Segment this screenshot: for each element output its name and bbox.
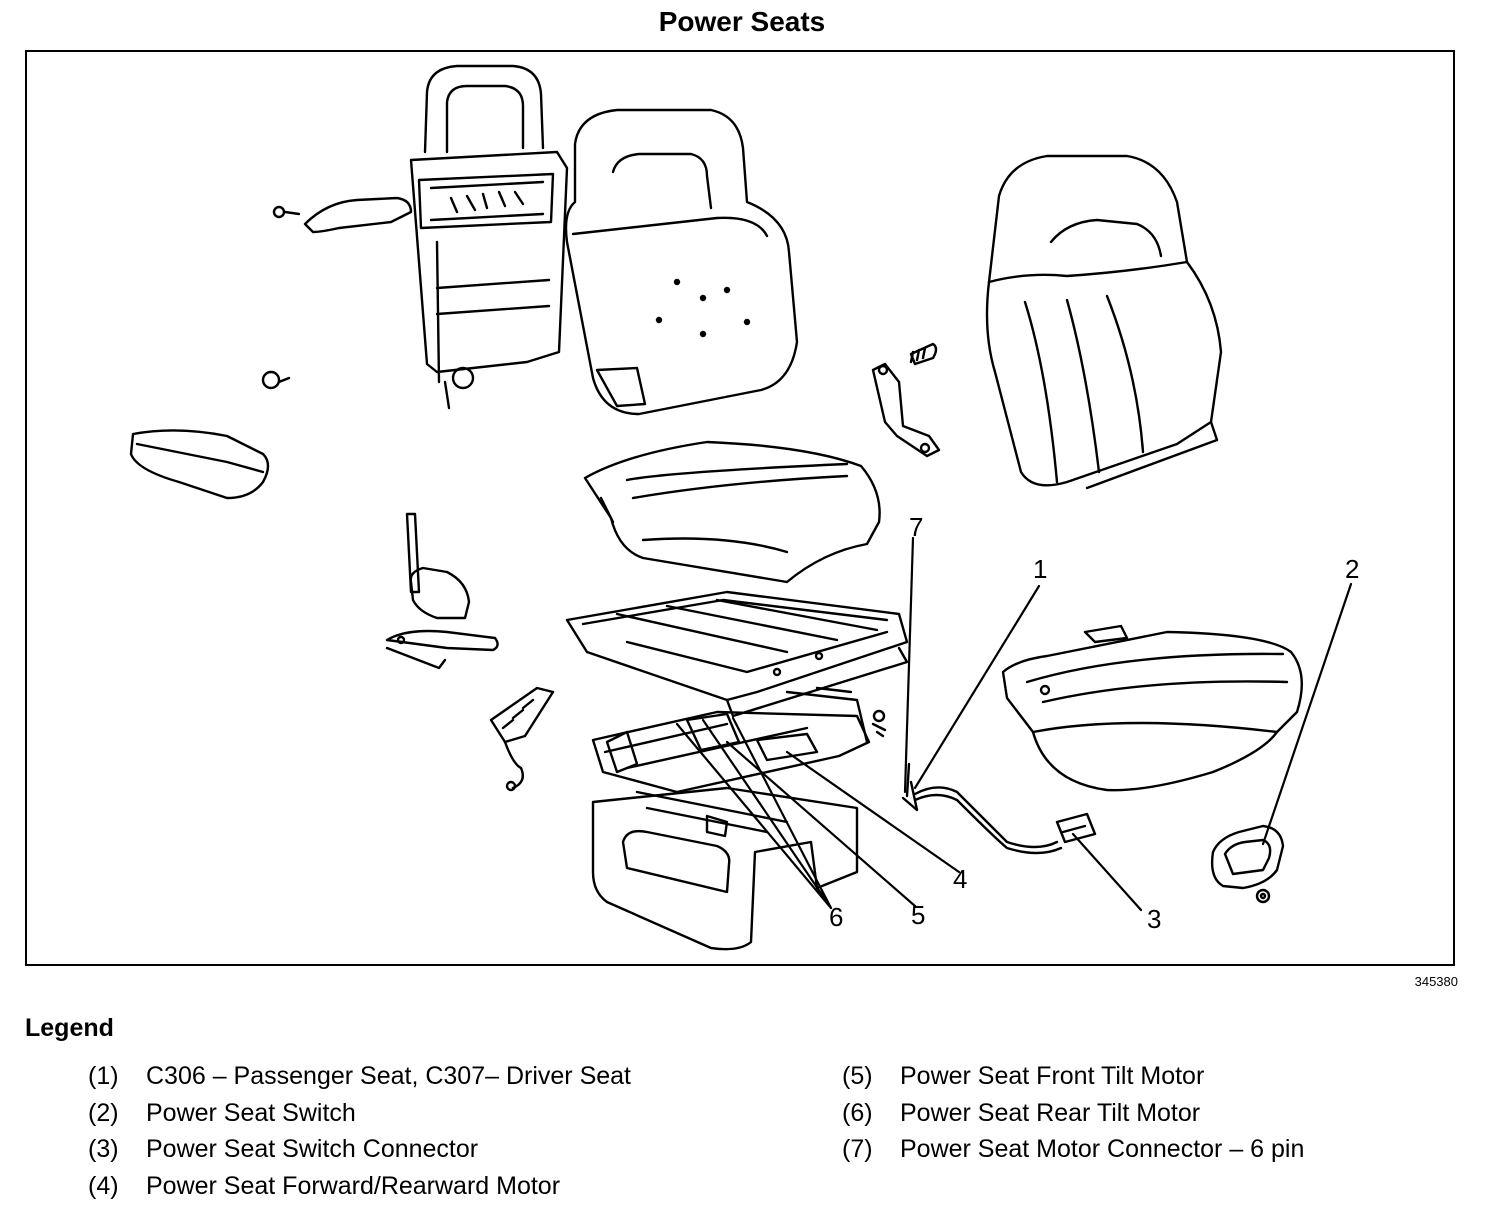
seatback-cushion-front <box>564 108 799 416</box>
callout-5: 5 <box>911 900 925 930</box>
legend-item-2: (2)Power Seat Switch <box>88 1099 356 1127</box>
legend-title: Legend <box>25 1014 114 1042</box>
seat-pan-frame <box>565 590 909 718</box>
diagram-frame: 7 1 2 4 6 5 3 <box>25 50 1455 966</box>
callout-4: 4 <box>953 864 967 894</box>
legend: (1)C306 – Passenger Seat, C307– Driver S… <box>88 1062 1478 1212</box>
power-seat-switch <box>1210 824 1285 904</box>
legend-item-6: (6)Power Seat Rear Tilt Motor <box>842 1099 1201 1127</box>
seat-cushion-right <box>1001 624 1303 792</box>
hinge-bracket <box>871 342 941 458</box>
seatback-frame <box>409 64 569 410</box>
recliner-mechanism <box>385 512 499 670</box>
wiring-harness <box>901 762 1097 855</box>
legend-item-3: (3)Power Seat Switch Connector <box>88 1135 479 1163</box>
diagram-title: Power Seats <box>658 6 826 37</box>
legend-item-7: (7)Power Seat Motor Connector – 6 pin <box>842 1135 1305 1163</box>
exploded-seat-illustration: 7 1 2 4 6 5 3 <box>129 64 1359 951</box>
seatback-cushion-right <box>985 154 1223 490</box>
callout-6: 6 <box>829 902 843 932</box>
figure-number: 345380 <box>1414 974 1458 989</box>
leader-lines <box>675 536 1353 912</box>
seat-cushion-center <box>583 440 881 584</box>
seat-riser-base <box>591 786 859 951</box>
switch-bezel-left <box>489 686 555 792</box>
armrest <box>129 429 270 500</box>
callout-3: 3 <box>1147 904 1161 934</box>
legend-item-1: (1)C306 – Passenger Seat, C307– Driver S… <box>88 1062 631 1090</box>
callout-7: 7 <box>909 512 923 542</box>
callout-1: 1 <box>1033 554 1047 584</box>
callout-2: 2 <box>1345 554 1359 584</box>
bracket-screw-upper-left <box>261 196 413 390</box>
seat-adjuster-motors <box>591 686 887 834</box>
legend-item-5: (5)Power Seat Front Tilt Motor <box>842 1062 1205 1090</box>
callout-labels: 7 1 2 4 6 5 3 <box>829 512 1359 934</box>
legend-item-4: (4)Power Seat Forward/Rearward Motor <box>88 1172 561 1200</box>
